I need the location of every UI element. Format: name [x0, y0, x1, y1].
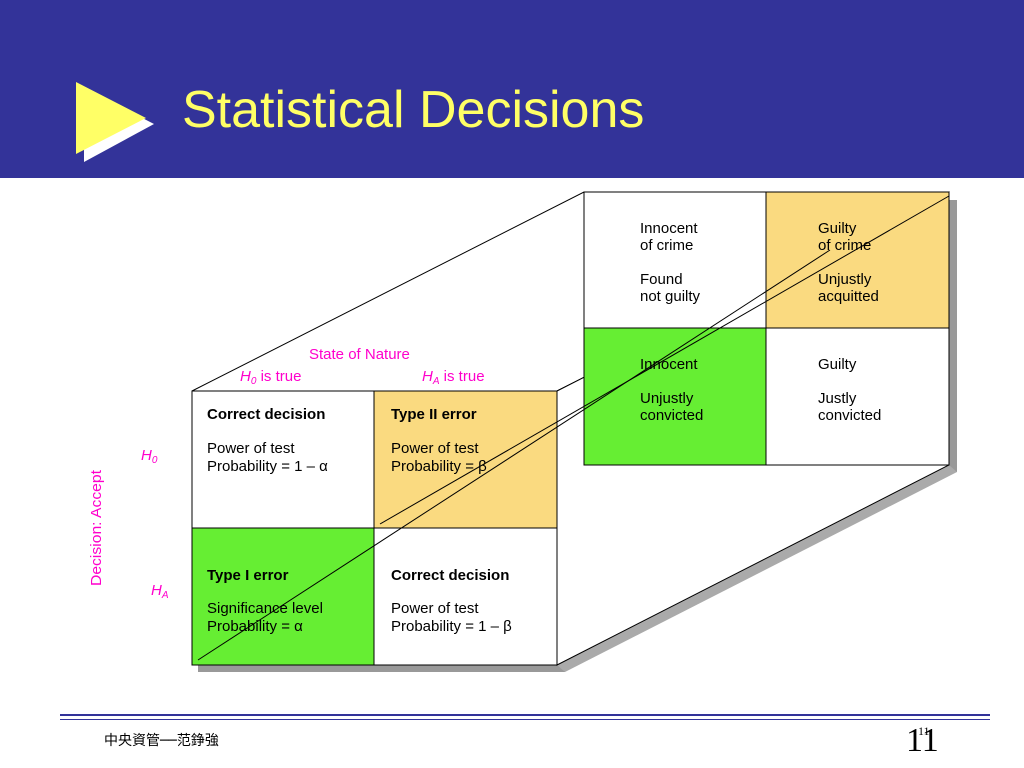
front-bl-line2: Probability = α [207, 618, 303, 635]
front-cell-correct-decision-ha [373, 527, 558, 666]
front-bl-title: Type I error [207, 567, 289, 584]
back-tr-line4: acquitted [818, 288, 879, 305]
footer-rule-bottom [60, 719, 990, 720]
page-number: 11 [906, 722, 939, 759]
front-br-line2: Probability = 1 – β [391, 618, 512, 635]
side-shadow [557, 465, 957, 672]
back-br-line3: convicted [818, 407, 881, 424]
front-tl-title: Correct decision [207, 406, 325, 423]
decision-accept-label: Decision: Accept [88, 469, 105, 586]
front-cell-type-i-error [191, 527, 375, 666]
back-tl-line1: Innocent [640, 220, 698, 237]
front-tr-line2: Probability = β [391, 458, 487, 475]
back-cell-guilty-acquitted [765, 191, 950, 329]
front-cell-correct-decision-h0 [191, 390, 375, 529]
back-bl-line1: Innocent [640, 356, 698, 373]
back-br-line1: Guilty [818, 356, 857, 373]
front-bl-line1: Significance level [207, 600, 323, 617]
footer-rule-top [60, 714, 990, 716]
column-ha-label: HA is true [422, 368, 485, 387]
play-arrow-icon [76, 82, 154, 162]
front-tr-line1: Power of test [391, 440, 479, 457]
back-cell-innocent-acquitted [583, 191, 767, 329]
row-h0-label: H0 [141, 447, 158, 466]
front-cell-type-ii-error [373, 390, 558, 529]
back-tr-line3: Unjustly [818, 271, 872, 288]
front-tl-line1: Power of test [207, 440, 295, 457]
front-tl-line2: Probability = 1 – α [207, 458, 328, 475]
back-bl-line3: convicted [640, 407, 703, 424]
state-of-nature-label: State of Nature [309, 346, 410, 363]
back-cell-guilty-convicted [765, 327, 950, 466]
slide-title: Statistical Decisions [182, 81, 645, 139]
front-tr-title: Type II error [391, 406, 477, 423]
page-number-small: 11 [918, 724, 930, 738]
connector-type-i-to-innocent-convicted [197, 249, 831, 661]
column-h0-label: H0 is true [240, 368, 301, 387]
back-bl-line2: Unjustly [640, 390, 694, 407]
header-bar [0, 0, 1024, 178]
back-tl-line2: of crime [640, 237, 693, 254]
back-tr-line2: of crime [818, 237, 871, 254]
connector-type-ii-to-guilty-acquitted [379, 195, 950, 525]
front-br-title: Correct decision [391, 567, 509, 584]
row-ha-label: HA [151, 582, 169, 601]
footer-author: 中央資管──范錚強 [104, 733, 219, 749]
back-tl-line3: Found [640, 271, 683, 288]
back-tl-line4: not guilty [640, 288, 701, 305]
back-tr-line1: Guilty [818, 220, 857, 237]
front-br-line1: Power of test [391, 600, 479, 617]
back-br-line2: Justly [818, 390, 857, 407]
